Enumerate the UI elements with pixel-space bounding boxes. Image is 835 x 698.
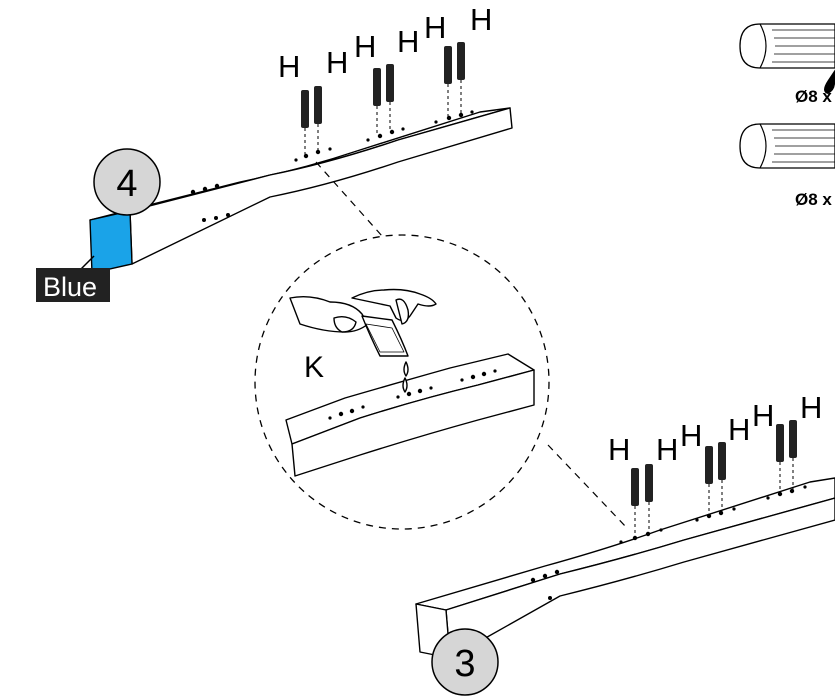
dowel-label: H <box>728 412 750 447</box>
dowel-label: H <box>752 398 774 433</box>
dowel-icon <box>776 420 797 462</box>
dowel-label: H <box>470 2 492 37</box>
top-beam-h-labels: H H H H H H <box>278 2 492 84</box>
dowel-icon <box>631 464 653 506</box>
step-number: 4 <box>116 163 137 205</box>
blue-end-face <box>89 210 133 274</box>
color-tag: Blue <box>36 255 110 302</box>
bottom-beam <box>415 477 835 659</box>
dowel-icon <box>301 86 322 128</box>
top-beam-dowels <box>301 42 465 156</box>
dowel-label: H <box>424 10 446 45</box>
top-beam <box>89 107 513 274</box>
dowel-part-1: Ø8 x <box>739 23 835 106</box>
dowel-label: H <box>397 24 419 59</box>
dowel-label: H <box>326 45 348 80</box>
dowel-icon <box>705 442 726 484</box>
dowel-spec-label: Ø8 x <box>795 190 832 209</box>
detail-callout: K <box>254 161 628 530</box>
bottom-beam-h-labels: H H H H H H <box>608 390 822 467</box>
color-tag-label: Blue <box>43 272 97 302</box>
hand-icon <box>289 288 437 333</box>
dowel-label: H <box>680 418 702 453</box>
step-badge-3: 3 <box>431 628 499 696</box>
dowel-part-2: Ø8 x <box>739 123 835 209</box>
dowel-label: H <box>354 29 376 64</box>
glue-bottle-icon <box>361 315 409 393</box>
dowel-label: H <box>608 432 630 467</box>
glue-label: K <box>304 351 324 384</box>
bottom-beam-dowels <box>631 420 797 538</box>
dowel-label: H <box>278 49 300 84</box>
dowel-spec-label: Ø8 x <box>795 87 832 106</box>
dowel-icon <box>444 42 465 84</box>
step-badge-4: 4 <box>93 148 161 216</box>
dowel-icon <box>373 64 394 106</box>
dowel-label: H <box>656 432 678 467</box>
dowel-label: H <box>800 390 822 425</box>
step-number: 3 <box>454 643 475 685</box>
